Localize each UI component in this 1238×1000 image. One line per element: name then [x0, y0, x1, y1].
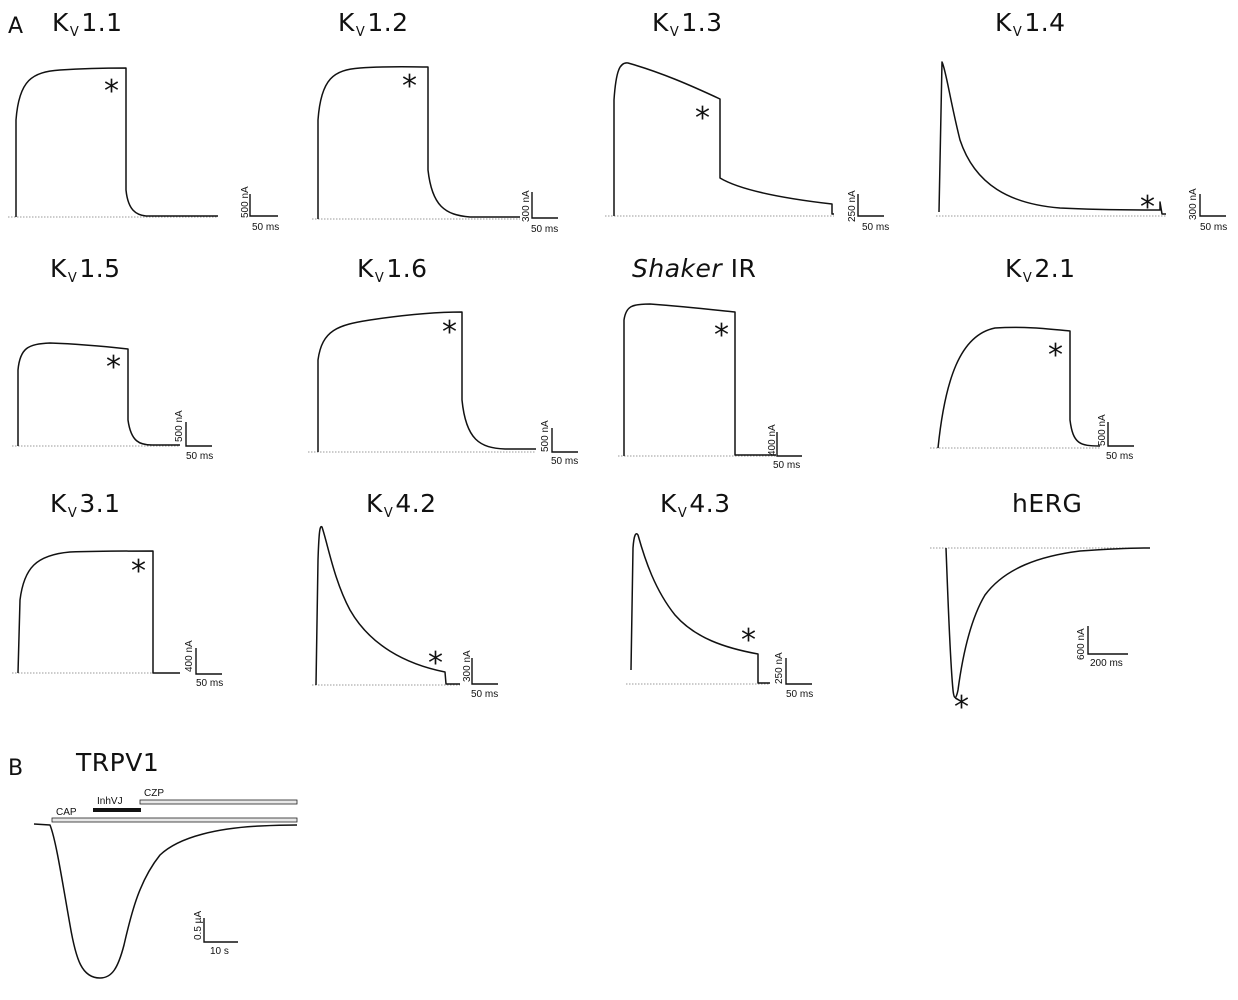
panel-kv12: * 300 nA 50 ms [312, 66, 558, 235]
panel-kv42: * 300 nA 50 ms [312, 525, 498, 700]
time-scale-label: 50 ms [1200, 222, 1227, 233]
amp-scale-label: 300 nA [462, 650, 473, 682]
amp-scale-label: 400 nA [184, 640, 195, 672]
current-trace [17, 342, 180, 446]
marker-asterisk: * [131, 554, 146, 589]
scale-bar [471, 658, 498, 685]
current-trace [15, 67, 218, 217]
amp-scale-label: 300 nA [1188, 188, 1199, 220]
time-scale-label: 50 ms [1106, 451, 1133, 462]
current-trace [938, 61, 1166, 215]
scale-bar [203, 918, 238, 943]
scale-bar [531, 192, 558, 219]
time-scale-label: 50 ms [786, 689, 813, 700]
title-kv31: KV3.1 [50, 489, 121, 521]
title-kv14: KV1.4 [995, 8, 1066, 40]
time-scale-label: 50 ms [773, 460, 800, 471]
amp-scale-label: 600 nA [1076, 628, 1087, 660]
panel-kv16: * 500 nA 50 ms [308, 311, 578, 467]
title-shaker-ir: Shaker IR [632, 254, 757, 283]
time-scale-label: 50 ms [471, 689, 498, 700]
current-trace [630, 533, 770, 684]
time-scale-label: 50 ms [531, 224, 558, 235]
scale-bar [195, 648, 222, 675]
marker-asterisk: * [1048, 338, 1063, 373]
marker-asterisk: * [1140, 190, 1155, 225]
amp-scale-label: 400 nA [767, 424, 778, 456]
current-trace [613, 62, 834, 216]
scale-bar [785, 658, 812, 685]
current-trace [623, 303, 776, 456]
title-kv16: KV1.6 [357, 254, 428, 286]
current-trace [945, 547, 1151, 699]
amp-scale-label: 500 nA [540, 420, 551, 452]
inhvj-application-bar [93, 808, 141, 812]
panel-a-label: A [8, 14, 24, 39]
time-scale-label: 200 ms [1090, 658, 1123, 669]
scale-bar [776, 432, 802, 457]
amp-scale-label: 250 nA [847, 190, 858, 222]
amp-scale-label: 500 nA [174, 410, 185, 442]
panel-b-label: B [8, 756, 24, 781]
panel-kv11: * 500 nA 50 ms [8, 67, 279, 233]
scale-bar [1107, 422, 1134, 447]
scale-bar [857, 194, 884, 217]
cap-application-bar [51, 817, 298, 823]
cap-label: CAP [56, 807, 77, 818]
panel-shaker-ir: * 400 nA 50 ms [618, 303, 802, 471]
title-herg: hERG [1012, 489, 1083, 518]
current-trace [317, 66, 520, 219]
scale-bar [185, 422, 212, 447]
panel-kv43: * 250 nA 50 ms [626, 533, 813, 700]
marker-asterisk: * [428, 646, 443, 681]
time-scale-label: 50 ms [252, 222, 279, 233]
time-scale-label: 10 s [210, 946, 229, 957]
marker-asterisk: * [402, 69, 417, 104]
current-trace [315, 525, 460, 686]
panel-kv14: * 300 nA 50 ms [936, 61, 1227, 233]
amp-scale-label: 300 nA [521, 190, 532, 222]
scale-bar [1087, 626, 1128, 655]
panel-kv21: * 500 nA 50 ms [930, 326, 1134, 462]
current-trace [33, 823, 298, 979]
title-kv13: KV1.3 [652, 8, 723, 40]
marker-asterisk: * [104, 74, 119, 109]
inhvj-label: InhVJ [97, 796, 123, 807]
marker-asterisk: * [106, 350, 121, 385]
title-kv42: KV4.2 [366, 489, 437, 521]
amp-scale-label: 250 nA [774, 652, 785, 684]
scale-bar [249, 194, 278, 217]
time-scale-label: 50 ms [196, 678, 223, 689]
amp-scale-label: 500 nA [1097, 414, 1108, 446]
scale-bar [551, 428, 578, 453]
time-scale-label: 50 ms [186, 451, 213, 462]
title-kv21: KV2.1 [1005, 254, 1076, 286]
czp-application-bar [139, 799, 298, 805]
marker-asterisk: * [714, 318, 729, 353]
title-trpv1: TRPV1 [76, 748, 160, 777]
amp-scale-label: 0.5 µA [193, 911, 204, 940]
title-kv12: KV1.2 [338, 8, 409, 40]
time-scale-label: 50 ms [862, 222, 889, 233]
panel-kv13: * 250 nA 50 ms [605, 62, 889, 233]
marker-asterisk: * [741, 623, 756, 658]
current-trace [17, 550, 180, 674]
marker-asterisk: * [954, 690, 969, 725]
scale-bar [1199, 194, 1226, 217]
czp-label: CZP [144, 788, 164, 799]
panel-herg: * 600 nA 200 ms [930, 547, 1151, 725]
current-trace [937, 326, 1101, 449]
marker-asterisk: * [442, 315, 457, 350]
amp-scale-label: 500 nA [240, 186, 251, 218]
marker-asterisk: * [695, 101, 710, 136]
title-kv11: KV1.1 [52, 8, 123, 40]
title-kv43: KV4.3 [660, 489, 731, 521]
panel-kv15: * 500 nA 50 ms [12, 342, 213, 462]
current-trace [317, 311, 536, 452]
panel-trpv1: CZP InhVJ CAP 0.5 µA 10 s [33, 788, 298, 979]
title-kv15: KV1.5 [50, 254, 121, 286]
time-scale-label: 50 ms [551, 456, 578, 467]
panel-kv31: * 400 nA 50 ms [12, 550, 223, 689]
